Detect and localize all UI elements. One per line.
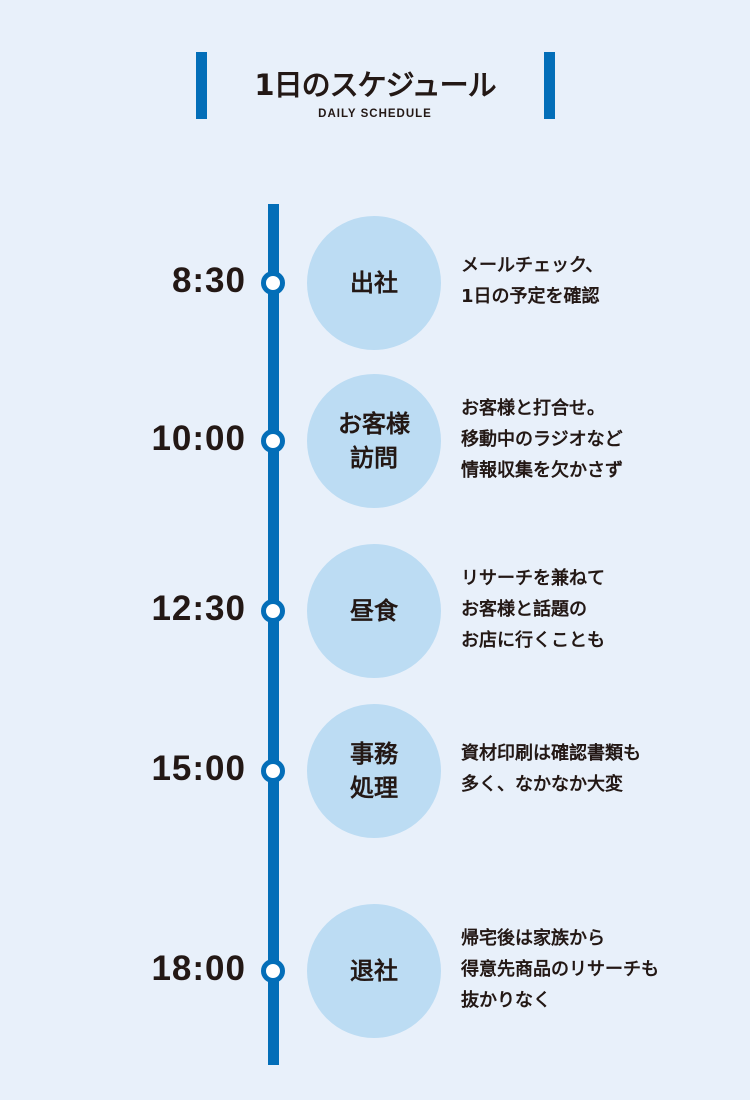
activity-label: 出社 [350, 269, 398, 297]
timeline-dot [261, 959, 285, 983]
activity-circle: 事務 処理 [307, 704, 441, 838]
title-bar-left [196, 52, 207, 119]
activity-label: 退社 [350, 957, 398, 985]
activity-description: 帰宅後は家族から 得意先商品のリサーチも 抜かりなく [461, 927, 659, 1011]
activity-circle: 退社 [307, 904, 441, 1038]
timeline-dot [261, 429, 285, 453]
schedule-time: 10:00 [151, 419, 246, 458]
activity-label: 昼食 [350, 597, 398, 625]
schedule-time: 15:00 [151, 749, 246, 788]
activity-description: リサーチを兼ねて お客様と話題の お店に行くことも [461, 567, 605, 651]
page-title: 1日のスケジュール [254, 68, 496, 102]
activity-description: メールチェック、 1日の予定を確認 [461, 255, 604, 307]
activity-circle: お客様 訪問 [307, 374, 441, 508]
timeline-dot [261, 599, 285, 623]
schedule-time: 8:30 [171, 261, 246, 300]
schedule-time: 18:00 [151, 949, 246, 988]
timeline-dot [261, 271, 285, 295]
activity-circle: 出社 [307, 216, 441, 350]
timeline-line [268, 204, 279, 1065]
activity-label: 事務 処理 [350, 740, 398, 802]
activity-description: 資材印刷は確認書類も 多く、なかなか大変 [461, 743, 641, 795]
activity-label: お客様 訪問 [338, 410, 410, 472]
title-bar-right [544, 52, 555, 119]
schedule-time: 12:30 [151, 589, 246, 628]
activity-circle: 昼食 [307, 544, 441, 678]
page-subtitle: DAILY SCHEDULE [318, 108, 432, 120]
timeline-dot [261, 759, 285, 783]
activity-description: お客様と打合せ。 移動中のラジオなど 情報収集を欠かさず [461, 397, 623, 481]
